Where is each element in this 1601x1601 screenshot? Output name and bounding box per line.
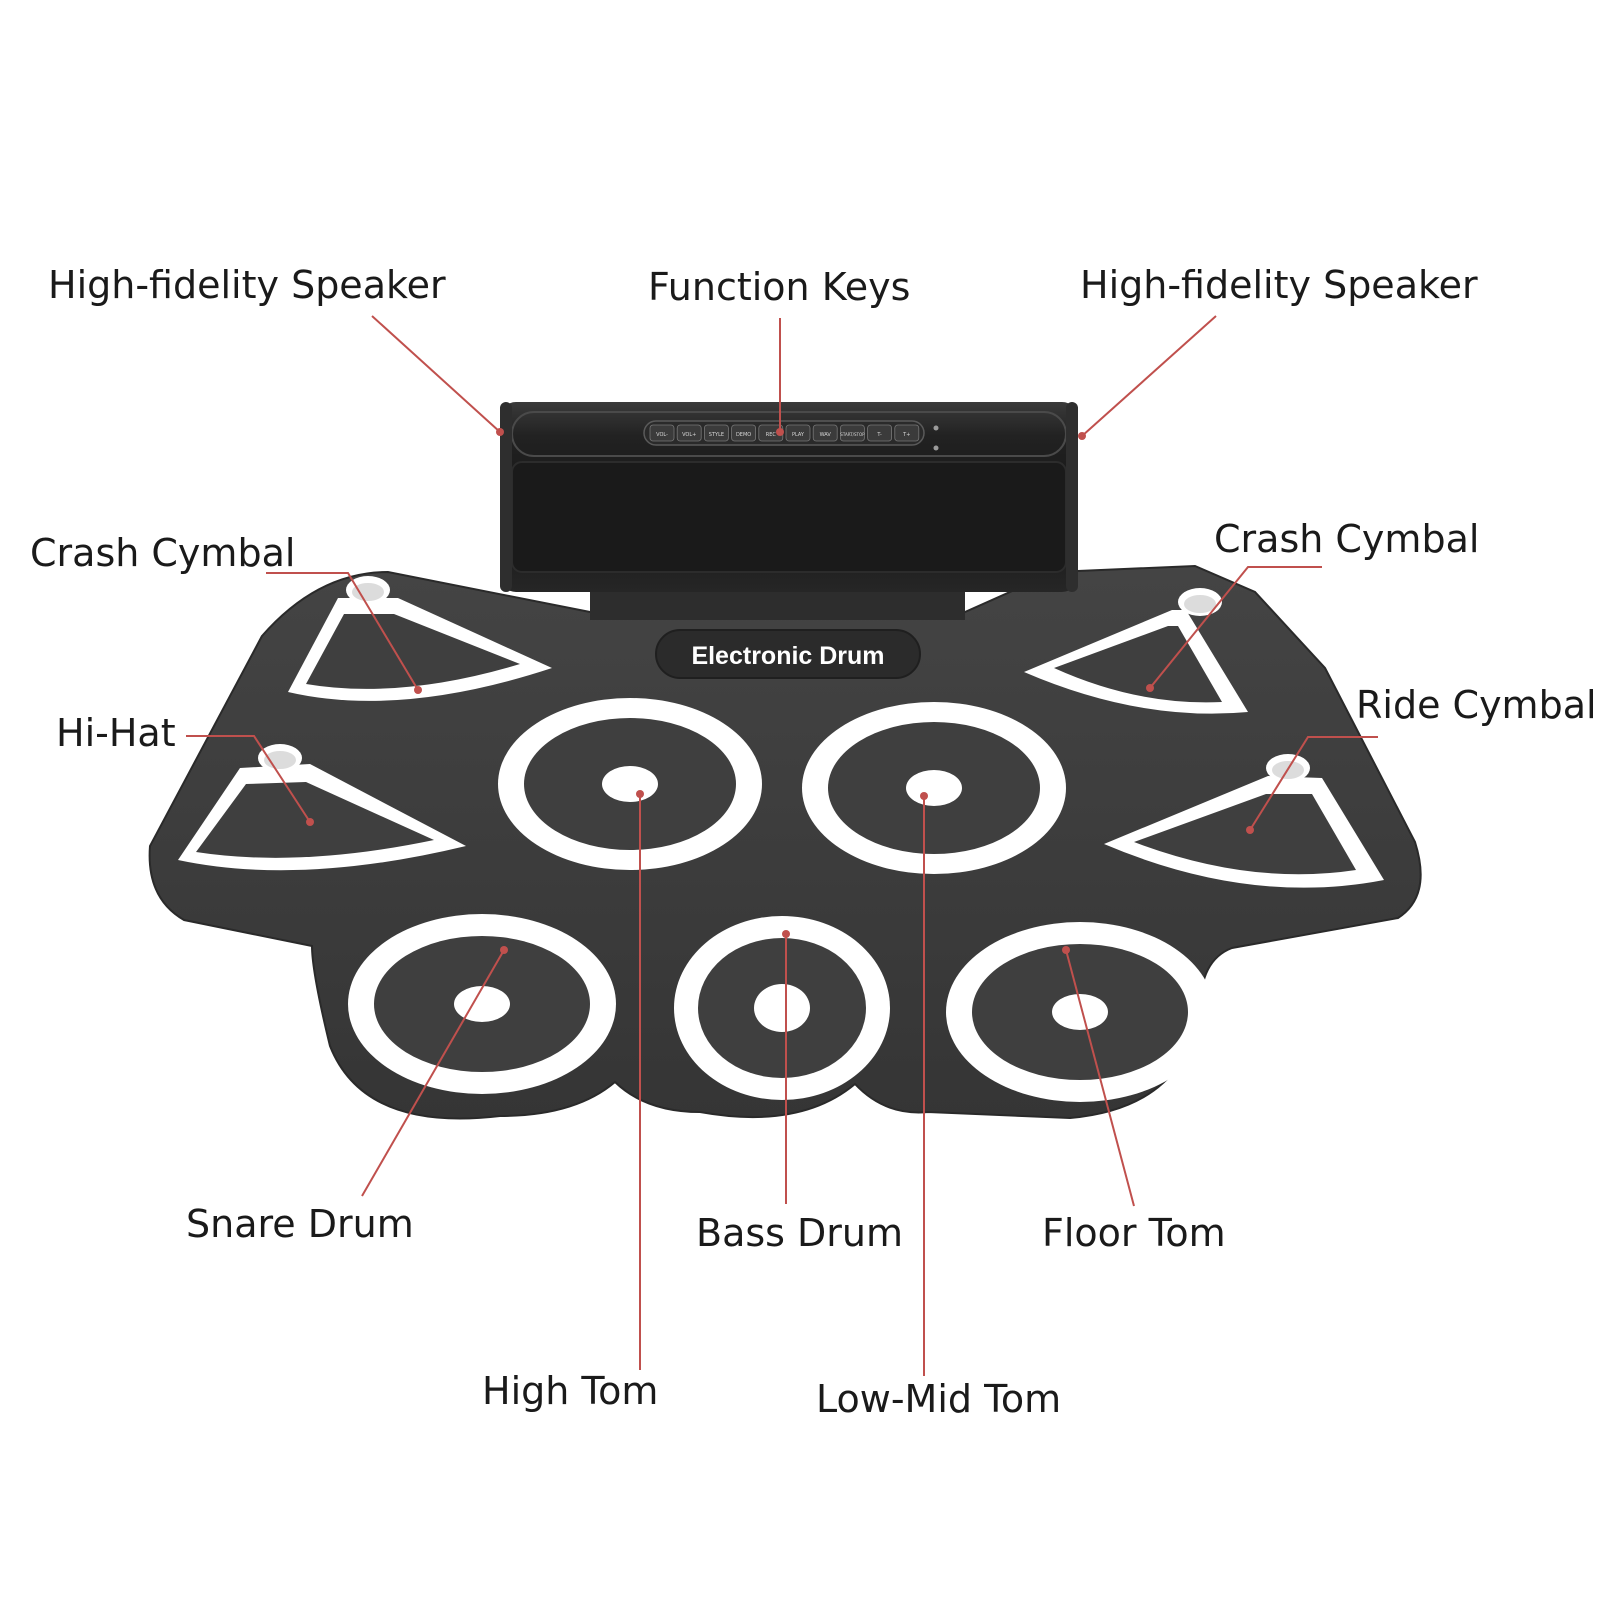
leader-snare-drum bbox=[361, 949, 505, 1197]
function-key-cap bbox=[867, 424, 892, 442]
drum-pads bbox=[348, 698, 1214, 1102]
leader-floor-tom-dot bbox=[1062, 946, 1070, 954]
function-key-label: T- bbox=[876, 432, 882, 438]
leader-speaker-left-dot bbox=[496, 428, 504, 436]
leader-high-tom-dot bbox=[636, 790, 644, 798]
function-key-label: VOL- bbox=[656, 432, 668, 438]
function-key-cap bbox=[704, 424, 729, 442]
leader-crash-right-dot bbox=[1146, 684, 1154, 692]
leader-ride-cymbal-dot bbox=[1246, 826, 1254, 834]
function-key-label: REC bbox=[766, 432, 777, 438]
leader-crash-left-dot bbox=[414, 686, 422, 694]
snare-drum-pad bbox=[348, 914, 616, 1094]
function-key-wav[interactable]: WAV bbox=[812, 424, 838, 442]
function-key-cap bbox=[840, 424, 865, 442]
leader-snare-drum-dot bbox=[500, 946, 508, 954]
function-key-t[interactable]: T- bbox=[867, 424, 892, 442]
speaker-end-right bbox=[1066, 402, 1078, 592]
leader-bass-drum-dot bbox=[782, 930, 790, 938]
function-key-vol[interactable]: VOL- bbox=[649, 424, 675, 442]
function-key-start-stop[interactable]: START/STOP bbox=[840, 424, 865, 442]
function-key-demo[interactable]: DEMO bbox=[731, 424, 756, 442]
label-speaker-right: High-fidelity Speaker bbox=[1080, 263, 1478, 307]
speaker-face bbox=[511, 461, 1067, 573]
function-key-row: VOL- VOL+ STYLE DEMO REC PLAY WAV START/STOP T- T… bbox=[649, 424, 920, 442]
function-key-cap bbox=[731, 424, 756, 442]
function-key-play[interactable]: PLAY bbox=[785, 424, 811, 442]
indicator-led bbox=[933, 445, 939, 451]
leader-crash-left bbox=[266, 572, 419, 691]
low-mid-tom-pad bbox=[802, 702, 1066, 874]
label-function-keys: Function Keys bbox=[648, 265, 911, 309]
label-snare-drum: Snare Drum bbox=[186, 1202, 414, 1246]
bass-drum-pad bbox=[674, 916, 890, 1100]
leader-ride-cymbal bbox=[1249, 736, 1378, 831]
leader-function-keys-dot bbox=[776, 428, 784, 436]
function-key-cap bbox=[894, 424, 920, 442]
function-key-label: START/STOP bbox=[840, 432, 865, 437]
function-key-cap bbox=[812, 424, 838, 442]
leader-crash-right bbox=[1149, 566, 1322, 689]
function-key-label: VOL+ bbox=[682, 432, 696, 438]
ride-cymbal-pad bbox=[1104, 754, 1384, 888]
leader-hi-hat bbox=[186, 735, 311, 823]
crash-cymbal-pad-left[interactable] bbox=[288, 576, 552, 701]
function-key-style[interactable]: STYLE bbox=[704, 424, 729, 442]
function-key-label: PLAY bbox=[792, 432, 805, 438]
leader-speaker-left bbox=[371, 315, 501, 433]
leader-hi-hat-dot bbox=[306, 818, 314, 826]
brand-plate-text: Electronic Drum bbox=[691, 642, 884, 670]
indicator-led bbox=[933, 425, 939, 431]
label-speaker-left: High-fidelity Speaker bbox=[48, 263, 446, 307]
function-key-label: STYLE bbox=[709, 432, 724, 438]
speaker-end-left bbox=[500, 402, 512, 592]
brand-plate bbox=[655, 629, 921, 679]
function-key-vol[interactable]: VOL+ bbox=[676, 424, 702, 442]
leader-speaker-right-dot bbox=[1078, 432, 1086, 440]
label-floor-tom: Floor Tom bbox=[1042, 1211, 1226, 1255]
function-key-label: DEMO bbox=[736, 432, 751, 438]
label-hi-hat: Hi-Hat bbox=[56, 711, 176, 755]
function-key-t[interactable]: T+ bbox=[894, 424, 920, 442]
leader-floor-tom bbox=[1065, 949, 1135, 1207]
leader-speaker-right bbox=[1081, 315, 1217, 437]
speaker-unit: VOL- VOL+ STYLE DEMO REC PLAY WAV START/STOP T- T… bbox=[500, 402, 1078, 620]
high-tom-pad bbox=[498, 698, 762, 870]
function-key-label: T+ bbox=[902, 432, 910, 438]
function-key-cap bbox=[785, 424, 811, 442]
label-bass-drum: Bass Drum bbox=[696, 1211, 904, 1255]
label-high-tom: High Tom bbox=[482, 1369, 659, 1413]
leader-lines bbox=[186, 315, 1378, 1376]
leader-low-mid-tom-dot bbox=[920, 792, 928, 800]
label-ride-cymbal: Ride Cymbal bbox=[1356, 683, 1597, 727]
function-key-label: WAV bbox=[820, 432, 832, 438]
label-crash-cymbal-left: Crash Cymbal bbox=[30, 531, 296, 575]
hi-hat-pad bbox=[178, 744, 466, 871]
function-key-cap bbox=[649, 424, 675, 442]
label-crash-cymbal-right: Crash Cymbal bbox=[1214, 517, 1480, 561]
function-key-cap bbox=[676, 424, 702, 442]
floor-tom-pad bbox=[946, 922, 1214, 1102]
label-low-mid-tom: Low-Mid Tom bbox=[816, 1377, 1062, 1421]
